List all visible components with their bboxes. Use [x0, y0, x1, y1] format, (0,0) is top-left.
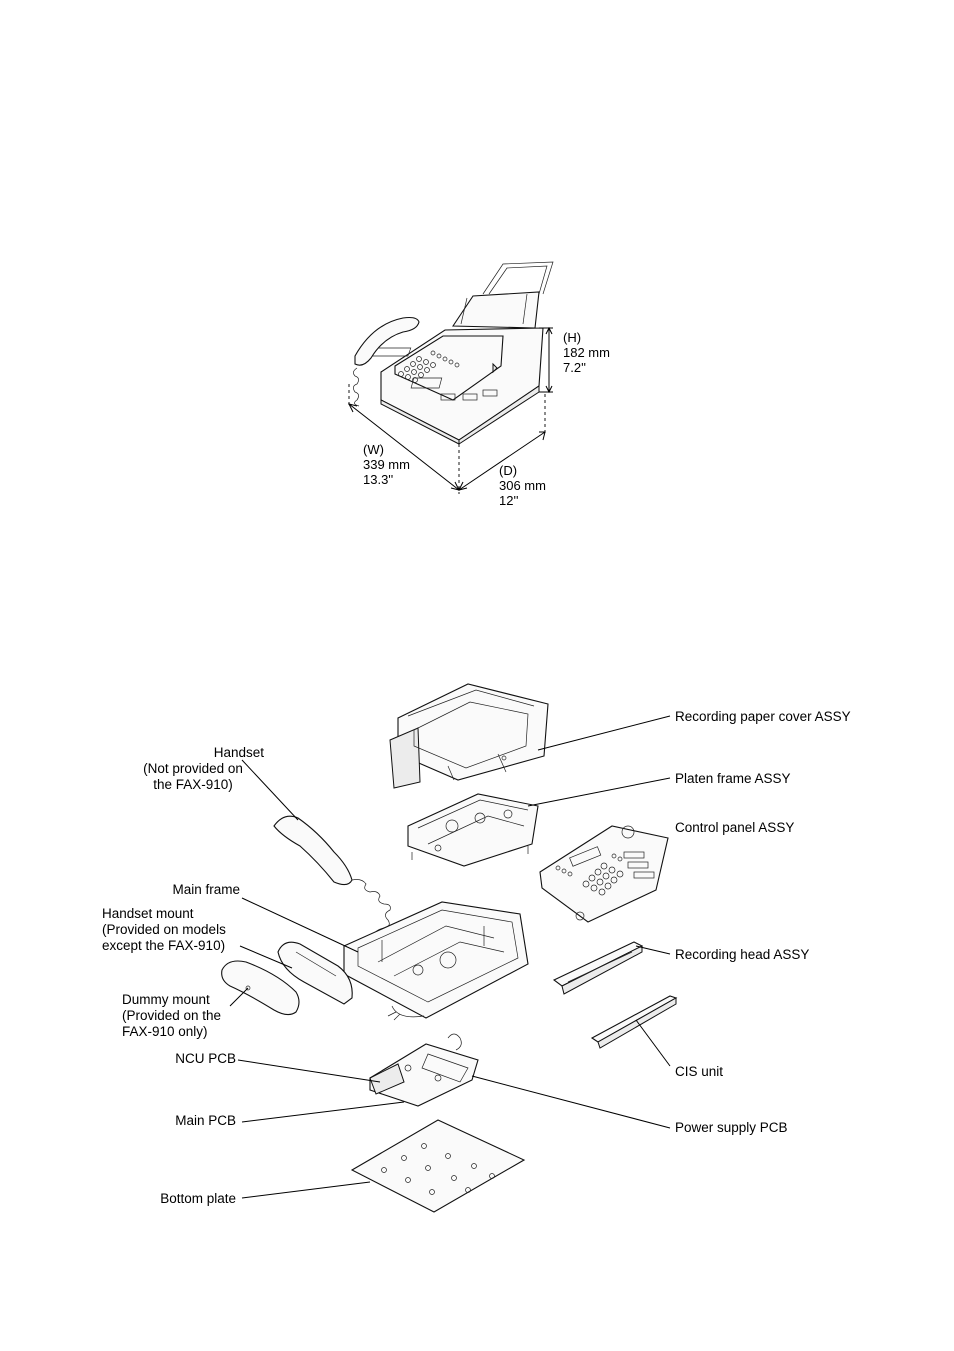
depth-label: (D): [499, 463, 518, 478]
label-handset-mount: Handset mount (Provided on models except…: [102, 906, 226, 954]
handset-mount-note-1: (Provided on models: [102, 922, 226, 937]
handset-mount-title: Handset mount: [102, 906, 194, 921]
depth-in: 12'': [499, 493, 519, 508]
handset-mount-part: [277, 941, 353, 1005]
exploded-view-illustration: [221, 683, 678, 1213]
height-label: (H): [563, 330, 582, 345]
dummy-mount-part: [221, 960, 300, 1016]
power-cable: [387, 1005, 425, 1021]
dummy-mount-title: Dummy mount: [122, 992, 210, 1007]
label-main-frame: Main frame: [172, 882, 240, 897]
handset-note-1: (Not provided on: [143, 761, 243, 776]
width-label: (W): [363, 442, 384, 457]
keypad-buttons: [398, 350, 460, 383]
recording-paper-cover-part: [389, 683, 549, 789]
label-recording-head: Recording head ASSY: [675, 947, 810, 962]
label-dummy-mount: Dummy mount (Provided on the FAX-910 onl…: [122, 992, 221, 1040]
height-mm: 182 mm: [563, 345, 610, 360]
dummy-mount-note-1: (Provided on the: [122, 1008, 222, 1023]
label-ncu-pcb: NCU PCB: [175, 1051, 236, 1066]
exploded-view-figure: Recording paper cover ASSY Platen frame …: [102, 676, 862, 1214]
handset-part: [273, 815, 391, 945]
label-main-pcb: Main PCB: [175, 1113, 236, 1128]
width-mm: 339 mm: [363, 457, 410, 472]
depth-dimension-label: (D) 306 mm 12'': [499, 463, 546, 508]
height-dimension-label: (H) 182 mm 7.2'': [563, 330, 610, 375]
handset-note-2: the FAX-910): [153, 777, 233, 792]
main-frame-part: [343, 901, 529, 1019]
leader-lines: [229, 715, 671, 1199]
width-dimension-label: (W) 339 mm 13.3'': [363, 442, 410, 487]
cis-unit-part: [590, 995, 678, 1049]
fax-machine-illustration: [348, 261, 554, 494]
label-cis-unit: CIS unit: [675, 1064, 724, 1079]
height-in: 7.2'': [563, 360, 587, 375]
pcb-assembly-part: [369, 1033, 479, 1107]
platen-frame-part: [407, 793, 539, 867]
control-panel-part: [539, 825, 669, 923]
bottom-plate-part: [350, 1119, 526, 1213]
dummy-mount-note-2: FAX-910 only): [122, 1024, 208, 1039]
label-platen-frame: Platen frame ASSY: [675, 771, 791, 786]
label-control-panel: Control panel ASSY: [675, 820, 795, 835]
handset-mount-note-2: except the FAX-910): [102, 938, 226, 953]
label-recording-paper-cover: Recording paper cover ASSY: [675, 709, 851, 724]
handset-shape: [354, 316, 420, 366]
recording-head-part: [552, 941, 644, 995]
width-in: 13.3'': [363, 472, 394, 487]
dimensions-figure: (H) 182 mm 7.2'' (W) 339 mm 13.3'' (D) 3…: [343, 254, 610, 511]
handset-title: Handset: [213, 745, 264, 760]
depth-mm: 306 mm: [499, 478, 546, 493]
label-bottom-plate: Bottom plate: [160, 1191, 236, 1206]
label-handset: Handset (Not provided on the FAX-910): [120, 745, 266, 793]
label-power-supply-pcb: Power supply PCB: [675, 1120, 788, 1135]
